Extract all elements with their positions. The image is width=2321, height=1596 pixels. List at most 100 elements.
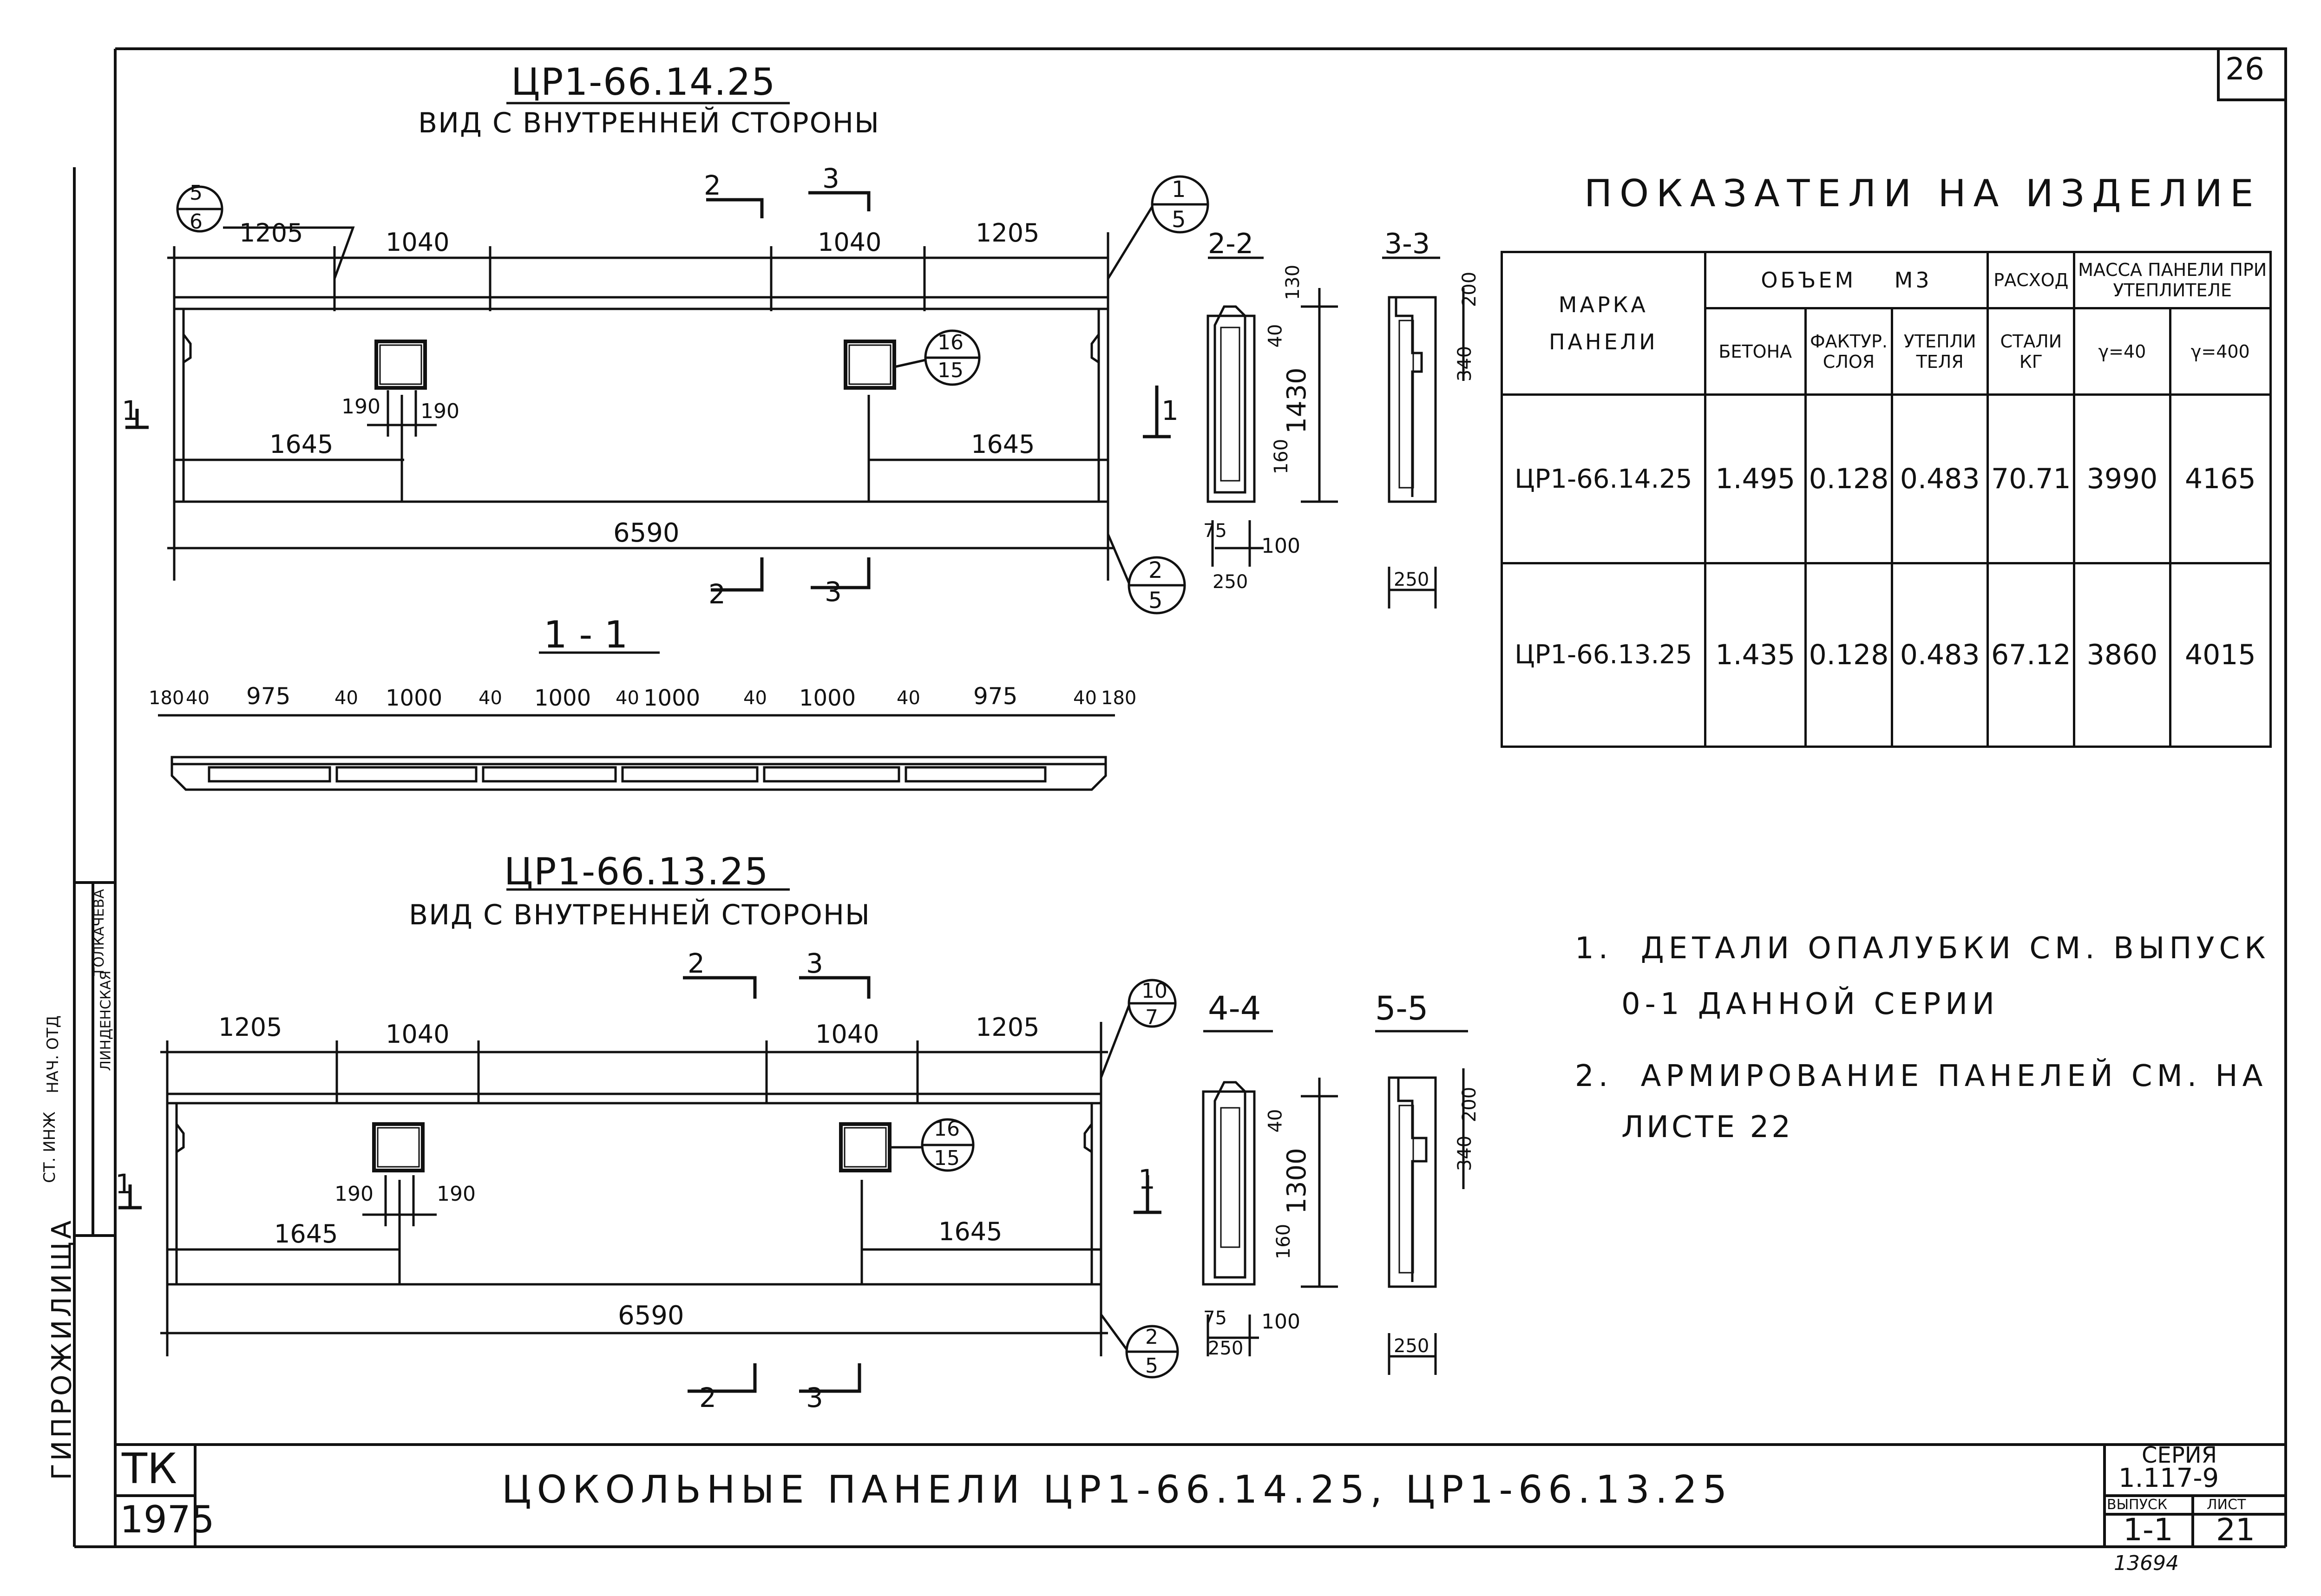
row-2-m40: 3860 [2073,562,2171,748]
section-1-1-dim-6: 1000 [534,685,591,711]
panel-a-window-dim-1: 190 [341,395,380,419]
section-5-5-dim-340: 340 [1454,1135,1476,1171]
section-2-2-dim-75: 75 [1203,520,1227,542]
section-4-4-dim-40: 40 [1265,1109,1286,1133]
panel-b-node-1-bottom: 7 [1145,1006,1158,1029]
panel-a-window-dim-2: 190 [420,399,459,423]
panel-b-window-dim-1: 190 [334,1182,374,1206]
sheet-label: ЛИСТ [2207,1497,2246,1513]
section-1-1-dim-13: 40 [1073,687,1097,709]
panel-b-dim-1: 1205 [218,1013,282,1042]
note-2-cont: ЛИСТЕ 22 [1621,1110,1793,1145]
section-2-2-dim-130: 130 [1282,264,1304,301]
section-4-4-drawing [1202,1078,1338,1356]
row-1-m400: 4165 [2169,393,2272,564]
panel-a-section-3-bottom: 3 [825,576,842,608]
panel-b-offset-right: 1645 [938,1217,1003,1246]
panel-a-dim-2: 1040 [386,228,450,257]
panel-a-node-4-bottom: 5 [1148,588,1163,614]
panel-b-section-2-bottom: 2 [699,1382,716,1413]
row-2-m400: 4015 [2169,562,2272,748]
col-g400-header: γ=400 [2169,307,2272,396]
row-2-facing: 0.128 [1804,562,1894,748]
section-4-4-dim-160: 160 [1273,1223,1295,1260]
section-1-1-dim-7: 40 [616,687,639,709]
section-1-1-drawing [158,714,1115,791]
row-1-concrete: 1.495 [1704,393,1807,564]
panel-a-node-2-top: 1 [1172,177,1186,203]
section-4-4-dim-75: 75 [1203,1308,1227,1329]
section-4-4-dim-1300: 1300 [1281,1148,1312,1214]
panel-b-view-label: ВИД С ВНУТРЕННЕЙ СТОРОНЫ [409,899,871,931]
section-3-3-dim-200: 200 [1459,271,1481,307]
row-2-concrete: 1.435 [1704,562,1807,748]
col-mark-header: МАРКА ПАНЕЛИ [1501,250,1706,396]
row-2-insul: 0.483 [1891,562,1989,748]
note-1-cont: 0-1 ДАННОЙ СЕРИИ [1621,987,1999,1021]
panel-a-dim-3: 1040 [818,228,882,257]
section-2-2-drawing [1206,288,1338,567]
col-steel-header: СТАЛИ КГ [1987,307,2076,396]
panel-a-view-label: ВИД С ВНУТРЕННЕЙ СТОРОНЫ [418,107,880,139]
series-label: СЕРИЯ [2142,1442,2217,1468]
section-5-5-drawing [1388,1068,1465,1375]
section-5-5-title: 5-5 [1375,989,1429,1027]
stamp-name-2: ЛИНДЕНСКАЯ [98,970,114,1071]
col-concrete-header: БЕТОНА [1704,307,1807,396]
panel-b-node-3-top: 2 [1145,1325,1158,1349]
section-4-4-title: 4-4 [1208,989,1261,1027]
note-1: 1. ДЕТАЛИ ОПАЛУБКИ СМ. ВЫПУСК [1575,931,2270,966]
panel-b-section-3-top: 3 [806,948,823,979]
panel-b-node-3-bottom: 5 [1145,1354,1158,1378]
panel-a-section-1-right: 1 [1161,395,1179,426]
stamp-name-1: ТОЛКАЧЕВА [91,889,107,976]
stamp-role-1: СТ. ИНЖ [40,1112,59,1183]
col-volume-header: ОБЪЕМ М3 [1704,251,1989,309]
panel-a-node-2-bottom: 5 [1172,207,1186,233]
col-steel-top-header: РАСХОД [1987,251,2076,309]
sheet-number: 26 [2225,51,2264,87]
row-1-m40: 3990 [2073,393,2171,564]
issue-label: ВЫПУСК [2107,1497,2168,1513]
section-3-3-dim-340: 340 [1454,346,1476,382]
row-1-insul: 0.483 [1891,393,1989,564]
section-1-1-dim-12: 975 [973,683,1018,710]
section-1-1-dim-10: 1000 [799,685,856,711]
section-3-3-drawing [1388,288,1465,608]
panel-a-section-2-bottom: 2 [708,578,726,610]
panel-a-section-1-left: 1 [122,395,139,426]
section-3-3-title: 3-3 [1384,228,1430,260]
panel-a-node-4-top: 2 [1148,557,1163,583]
table-row: ЦР1-66.14.25 1.495 0.128 0.483 70.71 399… [1501,393,2272,564]
panel-a-node-1-bottom: 6 [190,210,203,234]
panel-a-offset-left: 1645 [269,430,334,459]
section-4-4-dim-250: 250 [1208,1338,1244,1359]
panel-b-section-2-top: 2 [688,948,705,979]
section-1-1-dim-0: 180 [149,687,184,709]
section-2-2-title: 2-2 [1208,228,1253,260]
panel-a-overall-length: 6590 [613,518,680,548]
row-1-mark: ЦР1-66.14.25 [1501,393,1706,564]
panel-b-dim-2: 1040 [386,1020,450,1049]
col-facing-header: ФАКТУР. СЛОЯ [1804,307,1894,396]
section-1-1-dim-9: 40 [743,687,767,709]
panel-b-section-1-right: 1 [1138,1164,1155,1195]
sheet-number-box [2217,47,2287,101]
panel-b-node-2-top: 16 [934,1117,960,1141]
year: 1975 [120,1498,215,1541]
panel-b-window-dim-2: 190 [437,1182,476,1206]
org-code: ТК [122,1445,177,1493]
panel-b-elevation [118,976,1179,1393]
archive-number: 13694 [2114,1551,2179,1575]
section-1-1-dim-11: 40 [897,687,920,709]
row-1-facing: 0.128 [1804,393,1894,564]
panel-b-overall-length: 6590 [618,1301,684,1331]
panel-a-node-3-top: 16 [938,331,964,354]
section-1-1-dim-14: 180 [1101,687,1137,709]
row-2-mark: ЦР1-66.13.25 [1501,562,1706,748]
issue-value: 1-1 [2123,1512,2173,1548]
row-1-steel: 70.71 [1987,393,2076,564]
section-1-1-title: 1 - 1 [544,613,628,656]
panel-b-section-3-bottom: 3 [806,1382,823,1413]
